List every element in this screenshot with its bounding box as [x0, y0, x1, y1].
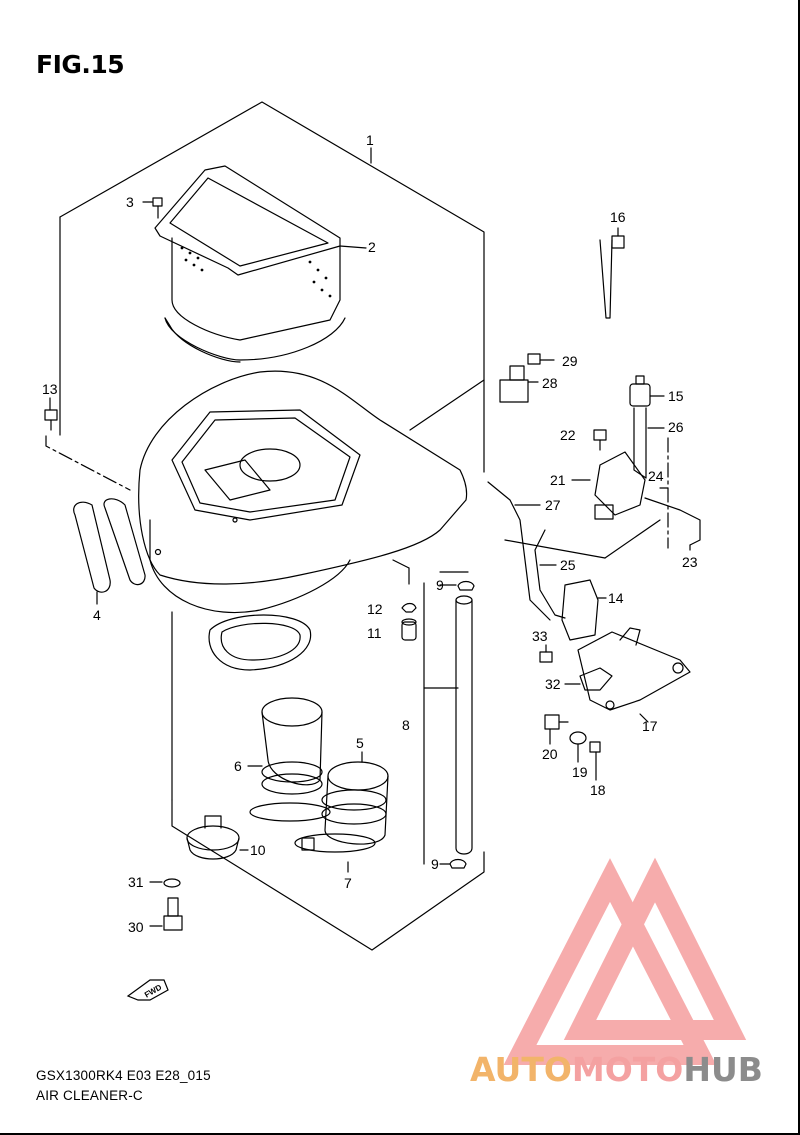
callout-30: 30 [128, 919, 144, 935]
figure-title: FIG.15 [36, 50, 125, 79]
callout-21: 21 [550, 472, 566, 488]
callout-20: 20 [542, 746, 558, 762]
callout-5: 5 [356, 735, 364, 751]
callout-13: 13 [42, 381, 58, 397]
valve-14 [561, 579, 607, 641]
callout-8: 8 [402, 717, 410, 733]
callout-1: 1 [366, 132, 374, 148]
watermark-logo [503, 857, 747, 1065]
gasket-4 [73, 498, 146, 605]
callout-10: 10 [250, 842, 266, 858]
callout-2: 2 [368, 239, 376, 255]
hose-24 [644, 497, 701, 546]
callout-labels: 1 2 3 4 5 6 7 8 9 9 10 11 12 13 14 15 16… [42, 132, 698, 935]
intake-boot-5 [321, 751, 389, 845]
filter-element [154, 165, 367, 363]
callout-15: 15 [668, 388, 684, 404]
connector-28 [499, 365, 539, 403]
grommet-19 [569, 731, 587, 763]
drain-hose-8 [392, 559, 473, 865]
callout-29: 29 [562, 353, 578, 369]
cap-11 [401, 618, 417, 641]
callout-25: 25 [560, 557, 576, 573]
callout-26: 26 [668, 419, 684, 435]
footer-section-name: AIR CLEANER-C [36, 1088, 143, 1103]
callout-9b: 9 [431, 856, 439, 872]
washer-31 [149, 878, 181, 888]
grommet-32 [579, 667, 613, 691]
clamp-7 [249, 802, 376, 873]
clip-9a [457, 580, 475, 591]
callout-18: 18 [590, 782, 606, 798]
solenoid-21 [571, 451, 646, 520]
screw-3 [142, 197, 163, 219]
bolt-20 [544, 714, 569, 745]
watermark-part1: AUTO [470, 1050, 572, 1089]
callout-19: 19 [572, 764, 588, 780]
callout-28: 28 [542, 375, 558, 391]
clamp-16 [599, 227, 625, 319]
screw-22 [593, 429, 607, 451]
assembly-outline [59, 101, 485, 473]
footer-model-code: GSX1300RK4 E03 E28_015 [36, 1068, 211, 1083]
callout-33: 33 [532, 628, 548, 644]
callout-23: 23 [682, 554, 698, 570]
collar-18 [589, 741, 601, 781]
callout-6: 6 [234, 758, 242, 774]
callout-4: 4 [93, 607, 101, 623]
fwd-arrow-icon: FWD [126, 979, 169, 1001]
valve-15 [629, 375, 665, 407]
bracket-17 [577, 627, 691, 723]
clip-9b [449, 858, 467, 869]
air-cleaner-case [138, 370, 485, 671]
callout-17: 17 [642, 718, 658, 734]
callout-3: 3 [126, 194, 134, 210]
bolt-13 [44, 397, 131, 491]
callout-7: 7 [344, 875, 352, 891]
hose-27 [487, 481, 551, 621]
watermark-part3: HUB [683, 1050, 763, 1089]
callout-24: 24 [648, 468, 664, 484]
callout-32: 32 [545, 676, 561, 692]
callout-9a: 9 [436, 577, 444, 593]
callout-27: 27 [545, 497, 561, 513]
callout-22: 22 [560, 427, 576, 443]
callout-12: 12 [367, 601, 383, 617]
cap-10 [186, 815, 249, 860]
plug-30 [149, 897, 183, 931]
callout-16: 16 [610, 209, 626, 225]
callout-14: 14 [608, 590, 624, 606]
screw-29 [527, 353, 555, 365]
callout-11: 11 [367, 625, 382, 641]
hose-25 [534, 529, 566, 619]
callout-31: 31 [128, 874, 144, 890]
clip-12 [401, 602, 417, 613]
screw-33 [539, 644, 553, 663]
watermark-part2: MOTO [571, 1050, 684, 1089]
watermark-text: AUTOMOTOHUB [470, 1050, 763, 1089]
intake-boot-6 [247, 697, 323, 795]
